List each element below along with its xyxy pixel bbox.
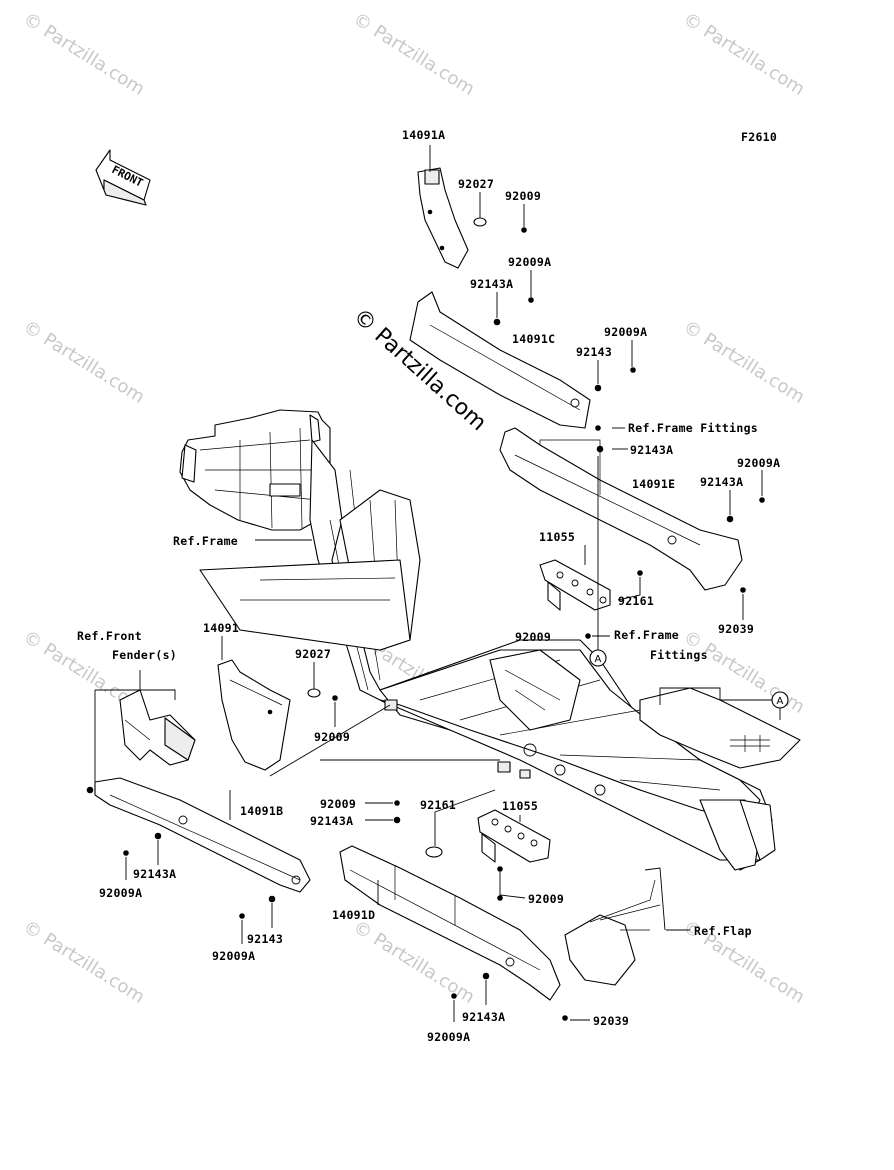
watermark: © Partzilla.com [679, 316, 808, 407]
bolt-92009-bot2b [497, 895, 503, 901]
label-ref-front-fender-a: Ref.Front [77, 629, 142, 643]
label-ref-frame-fittings-2b: Fittings [650, 648, 708, 662]
flap [564, 867, 666, 986]
marker-A-upper: A [589, 456, 607, 667]
bolt-92009-bot [394, 800, 400, 806]
part-14091B [94, 777, 311, 893]
watermark: © Partzilla.com [19, 316, 148, 407]
label-92027-left: 92027 [295, 647, 331, 661]
label-92143-1: 92143 [576, 345, 612, 359]
label-11055-bot: 11055 [502, 799, 538, 813]
label-14091B: 14091B [240, 804, 283, 818]
watermark: © Partzilla.com [349, 8, 478, 99]
label-92143A-2: 92143A [630, 443, 673, 457]
label-14091A: 14091A [402, 128, 445, 142]
watermark: © Partzilla.com [19, 916, 148, 1007]
label-92009-left: 92009 [314, 730, 350, 744]
label-14091: 14091 [203, 621, 239, 635]
part-14091C [409, 291, 591, 429]
label-92009A-4: 92009A [99, 886, 142, 900]
label-92039-bot: 92039 [593, 1014, 629, 1028]
label-ref-frame-fittings-1: Ref.Frame Fittings [628, 421, 758, 435]
bolt-92009A-6 [451, 993, 457, 999]
label-92009-bot2: 92009 [528, 892, 564, 906]
label-ref-flap: Ref.Flap [694, 924, 752, 938]
label-92009A-1: 92009A [508, 255, 551, 269]
label-92009-mid: 92009 [515, 630, 551, 644]
label-92161-top: 92161 [618, 594, 654, 608]
bolt-92009A-1 [528, 297, 534, 303]
label-14091D: 14091D [332, 908, 375, 922]
label-92009-bot: 92009 [320, 797, 356, 811]
watermark: © Partzilla.com [19, 8, 148, 99]
labels: 14091A 92027 92009 92009A 92143A 14091C … [77, 128, 780, 1044]
part-11055-top [539, 559, 611, 611]
watermark: © Partzilla.com [679, 8, 808, 99]
frame [179, 409, 776, 871]
svg-text:A: A [777, 696, 784, 707]
label-92143A-3: 92143A [700, 475, 743, 489]
part-14091A [417, 167, 469, 269]
bolt-92143A-5 [393, 816, 401, 824]
bolt-92143A-1 [493, 318, 501, 326]
bolt-92009-top [521, 227, 527, 233]
bolt-front-92009 [86, 786, 94, 794]
bolt-92009A-4 [123, 850, 129, 856]
front-arrow-icon: FRONT [95, 149, 151, 206]
bolt-92009A-5 [239, 913, 245, 919]
label-ref-frame: Ref.Frame [173, 534, 238, 548]
label-92009A-6: 92009A [427, 1030, 470, 1044]
figure-code: F2610 [741, 130, 777, 144]
svg-text:A: A [595, 654, 602, 665]
front-fender-bracket [119, 689, 196, 766]
label-11055-top: 11055 [539, 530, 575, 544]
marker-A-lower: A [771, 691, 789, 709]
watermarks: © Partzilla.com © Partzilla.com © Partzi… [19, 8, 808, 1007]
bolt-92143A-4 [154, 832, 162, 840]
bolt-92039-top [740, 587, 746, 593]
label-92009-top: 92009 [505, 189, 541, 203]
label-92027-top: 92027 [458, 177, 494, 191]
bolt-92009-left [332, 695, 338, 701]
label-92143-2: 92143 [247, 932, 283, 946]
grommet-92161-bot [425, 846, 443, 858]
label-92009A-3: 92009A [737, 456, 780, 470]
part-14091E [499, 427, 743, 591]
bolt-92009-mid [585, 633, 591, 639]
part-14091D [339, 845, 561, 1001]
bolt-92143-2 [268, 895, 276, 903]
label-ref-frame-fittings-2a: Ref.Frame [614, 628, 679, 642]
bolt-92009A-2 [630, 367, 636, 373]
label-92143A-4: 92143A [310, 814, 353, 828]
label-92143A-5: 92143A [133, 867, 176, 881]
bolt-92143-1 [594, 384, 602, 392]
label-14091C: 14091C [512, 332, 555, 346]
washer-92027-top [473, 217, 487, 227]
label-92143A-6: 92143A [462, 1010, 505, 1024]
part-14091 [217, 659, 291, 771]
bolt-92143A-2 [596, 445, 604, 453]
bolt-92009-bot2a [497, 866, 503, 872]
bolt-92039-bot [562, 1015, 568, 1021]
bolt-92161-top [637, 570, 643, 576]
label-92039-top: 92039 [718, 622, 754, 636]
washer-92027-left [307, 688, 321, 698]
label-14091E: 14091E [632, 477, 675, 491]
label-92009A-5: 92009A [212, 949, 255, 963]
label-ref-front-fender-b: Fender(s) [112, 648, 177, 662]
bolt-92009A-3 [759, 497, 765, 503]
label-92009A-2: 92009A [604, 325, 647, 339]
label-92143A-1: 92143A [470, 277, 513, 291]
label-92161-bot: 92161 [420, 798, 456, 812]
part-11055-bot [477, 809, 551, 863]
bolt-92143A-3 [726, 515, 734, 523]
bolt-ref-fittings [595, 425, 601, 431]
bolt-92143A-6 [482, 972, 490, 980]
leader-lines [94, 145, 763, 1022]
